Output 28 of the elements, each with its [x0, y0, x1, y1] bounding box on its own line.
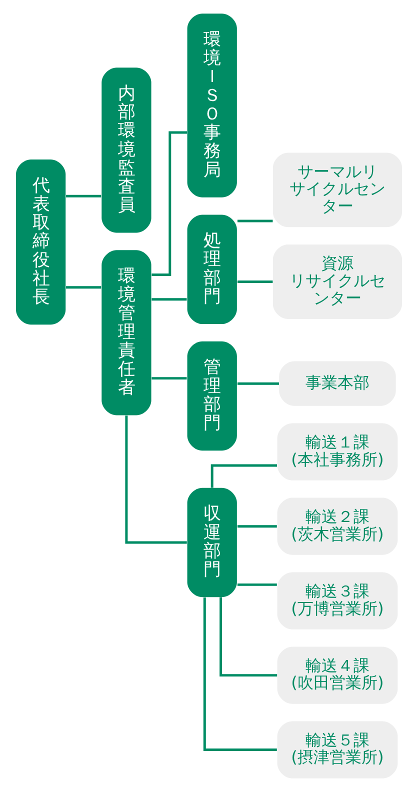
- node-box: 収運部門: [186, 488, 236, 598]
- connector: [202, 598, 276, 752]
- node-box: サーマルリサイクルセンター: [272, 152, 402, 228]
- node-box: 輸送４課 (吹田営業所): [276, 646, 398, 704]
- connector: [219, 597, 277, 677]
- node-box: 事業本部: [278, 361, 396, 406]
- connector: [151, 377, 186, 380]
- connector: [66, 286, 101, 289]
- node-box: 資源リサイクルセンター: [272, 244, 402, 320]
- node-box: 代表取締役社長: [15, 160, 66, 325]
- node-box: 輸送５課 (摂津営業所): [276, 721, 398, 778]
- connector: [210, 464, 276, 488]
- node-box: 輸送２課 (茨木営業所): [276, 498, 398, 555]
- node-box: 環境管理責任者: [101, 250, 151, 416]
- connector: [66, 194, 101, 198]
- connector: [236, 280, 272, 284]
- connector: [236, 583, 276, 586]
- connector: [236, 220, 272, 222]
- node-box: 輸送３課 (万博営業所): [276, 572, 398, 630]
- node-box: 輸送１課 (本社事務所): [276, 423, 398, 480]
- connector: [124, 416, 186, 544]
- node-box: 内部環境監査員: [101, 68, 151, 233]
- node-box: 管理部門: [186, 341, 236, 451]
- connector: [151, 298, 186, 301]
- node-box: 処理部門: [186, 214, 236, 324]
- node-box: 環境ＩＳＯ事務局: [186, 14, 236, 198]
- connector: [236, 525, 276, 528]
- connector: [236, 382, 278, 385]
